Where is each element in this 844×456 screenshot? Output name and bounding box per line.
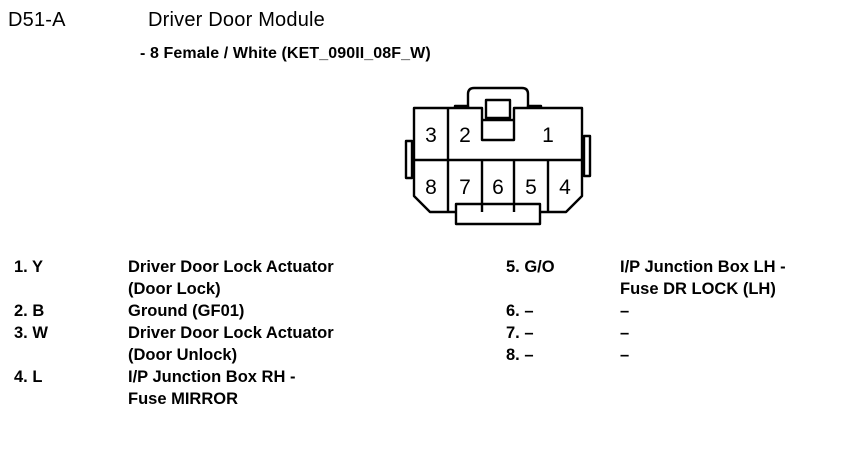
pin-list-item: 2. B Ground (GF01) (14, 300, 494, 322)
pin-list-item: 6. – – (506, 300, 844, 322)
pin-number-3: 3 (425, 124, 437, 147)
pin-label: 6. – (506, 302, 534, 320)
pin-number-1: 1 (542, 124, 554, 147)
pin-label: 8. – (506, 346, 534, 364)
pin-list-item: 1. Y Driver Door Lock Actuator (Door Loc… (14, 256, 494, 300)
pin-list-right-column: 5. G/O I/P Junction Box LH - Fuse DR LOC… (506, 256, 844, 366)
connector-subtitle: - 8 Female / White (KET_090II_08F_W) (140, 45, 431, 62)
connector-id: D51-A (8, 9, 66, 31)
pin-description: I/P Junction Box RH - Fuse MIRROR (128, 368, 296, 408)
pin-label: 5. G/O (506, 258, 555, 276)
connector-right-tab (582, 134, 592, 178)
pin-list-left-column: 1. Y Driver Door Lock Actuator (Door Loc… (14, 256, 494, 410)
pin-label: 3. W (14, 324, 48, 342)
pin-number-4: 4 (559, 176, 571, 199)
connector-left-tab (404, 139, 414, 180)
pin-description: I/P Junction Box LH - Fuse DR LOCK (LH) (620, 258, 786, 298)
pin-number-5: 5 (525, 176, 537, 199)
pin-list-item: 8. – – (506, 344, 844, 366)
pin-list-item: 3. W Driver Door Lock Actuator (Door Unl… (14, 322, 494, 366)
pin-list-item: 7. – – (506, 322, 844, 344)
pin-description: Ground (GF01) (128, 302, 245, 320)
pin-description: Driver Door Lock Actuator (Door Lock) (128, 258, 334, 298)
pin-description: – (620, 346, 630, 364)
pin-number-6: 6 (492, 176, 504, 199)
pin-label: 4. L (14, 368, 43, 386)
connector-latch-tab (484, 98, 512, 120)
connector-outline-svg: 3 2 1 8 7 6 5 4 (404, 86, 592, 226)
pin-list-item: 4. L I/P Junction Box RH - Fuse MIRROR (14, 366, 494, 410)
pin-label: 7. – (506, 324, 534, 342)
pin-description: Driver Door Lock Actuator (Door Unlock) (128, 324, 334, 364)
pin-number-8: 8 (425, 176, 437, 199)
connector-cell-dividers (414, 108, 582, 212)
pin-label: 1. Y (14, 258, 44, 276)
pin-number-2: 2 (459, 124, 471, 147)
pin-list-item: 5. G/O I/P Junction Box LH - Fuse DR LOC… (506, 256, 844, 300)
page-title: Driver Door Module (148, 9, 325, 31)
pin-description: – (620, 302, 630, 320)
connector-bottom-notch (454, 202, 542, 226)
pin-label: 2. B (14, 302, 45, 320)
pin-number-7: 7 (459, 176, 471, 199)
connector-pinout-diagram: 3 2 1 8 7 6 5 4 (398, 84, 598, 230)
pin-description: – (620, 324, 630, 342)
